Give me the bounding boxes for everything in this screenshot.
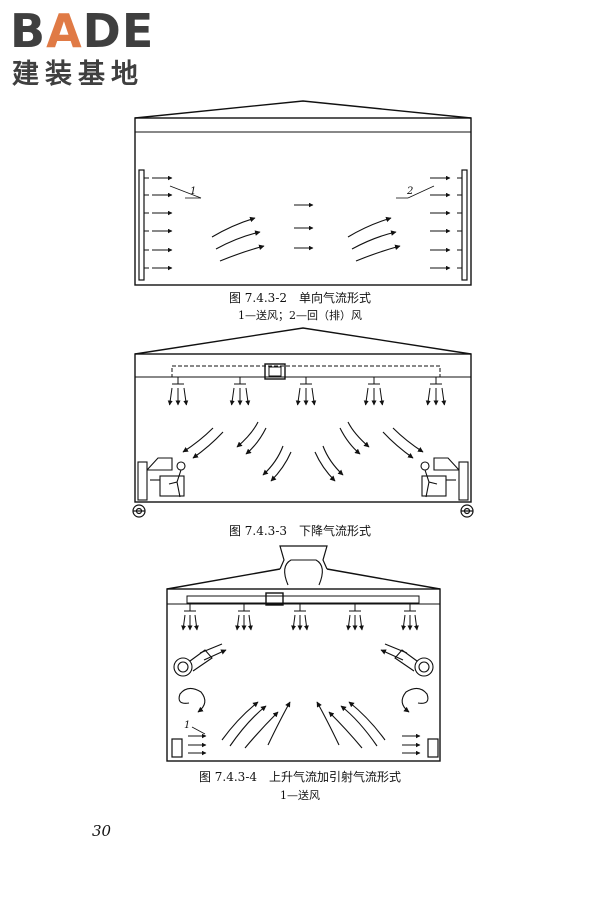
left-exhaust-equipment <box>137 457 186 501</box>
upward-flow-arrows <box>221 701 386 749</box>
air-handling-unit <box>264 363 286 380</box>
figure3-caption: 图 7.4.3-4 上升气流加引射气流形式 <box>198 770 402 784</box>
roof-outline <box>134 100 472 119</box>
left-floor-supply <box>171 738 183 758</box>
ceiling-diffusers <box>181 604 419 631</box>
outlet-ticks <box>144 177 462 269</box>
figure1-label-2: 2 <box>406 186 413 197</box>
jet-nozzles <box>173 643 434 677</box>
diffuser-arrow <box>245 387 251 406</box>
diffuser-arrow <box>425 387 431 406</box>
bade-logo: BADE 建装基地 <box>10 5 180 95</box>
right-wall-air-outlets <box>461 169 468 281</box>
label-1-leader <box>169 185 202 199</box>
diffuser-arrow <box>183 387 189 406</box>
figure2-caption: 图 7.4.3-3 下降气流形式 <box>228 524 372 538</box>
building-outline <box>166 588 441 762</box>
diffuser-arrow <box>358 614 364 631</box>
floor-fans <box>132 504 474 518</box>
page-number: 30 <box>92 822 112 840</box>
figure1-caption: 图 7.4.3-2 单向气流形式 <box>228 291 372 305</box>
diffuser-arrow <box>441 387 447 406</box>
horizontal-flow-arrows <box>152 175 451 271</box>
figure-downward-airflow <box>132 327 474 518</box>
diffuser-arrow <box>363 387 369 406</box>
low-level-supply-arrows <box>188 733 421 756</box>
diffuser-arrow <box>295 387 301 406</box>
logo-letters-de: DE <box>82 4 155 58</box>
roof-ventilator <box>279 545 328 570</box>
diffuser-arrow <box>181 614 187 631</box>
diffuser-arrow <box>247 614 253 631</box>
logo-letter-a: A <box>46 4 83 58</box>
diffuser-arrow <box>379 387 385 406</box>
logo-wordmark: BADE <box>10 5 154 57</box>
diffuser-arrow <box>346 614 352 631</box>
diffuser-arrow <box>167 387 173 406</box>
diffuser-arrow <box>303 614 309 631</box>
ceiling-diffusers <box>167 377 447 406</box>
diffuser-arrow <box>413 614 419 631</box>
supply-duct <box>171 365 441 378</box>
label-2-leader <box>407 185 435 199</box>
swirl-arrows <box>178 687 429 713</box>
figure1-note: 1—送风；2—回（排）风 <box>238 309 362 322</box>
building-outline <box>134 117 472 286</box>
building-outline <box>134 353 472 503</box>
diffuser-arrow <box>311 387 317 406</box>
figure-upward-induced-airflow: 1 <box>166 545 441 762</box>
label-1-leader <box>191 726 206 735</box>
diffuser-arrow <box>193 614 199 631</box>
logo-subtitle: 建装基地 <box>12 59 144 90</box>
supply-duct <box>186 595 420 604</box>
diffuser-arrow <box>401 614 407 631</box>
figure3-note: 1—送风 <box>280 789 320 802</box>
air-handling-unit <box>265 592 284 606</box>
left-wall-air-outlets <box>138 169 145 281</box>
figure-unidirectional-airflow: 1 2 <box>134 100 472 286</box>
roof-outline <box>134 327 472 355</box>
figure1-label-1: 1 <box>190 186 196 197</box>
downward-flow-arrows <box>182 421 424 482</box>
curved-flow-arrows <box>211 216 401 262</box>
roof-outline <box>166 568 441 590</box>
figure3-label-1: 1 <box>184 720 190 731</box>
diffuser-arrow <box>229 387 235 406</box>
diffuser-arrow <box>235 614 241 631</box>
diffuser-arrow <box>291 614 297 631</box>
logo-letter-b: B <box>10 4 47 58</box>
right-floor-supply <box>427 738 439 758</box>
right-exhaust-equipment <box>420 457 469 501</box>
